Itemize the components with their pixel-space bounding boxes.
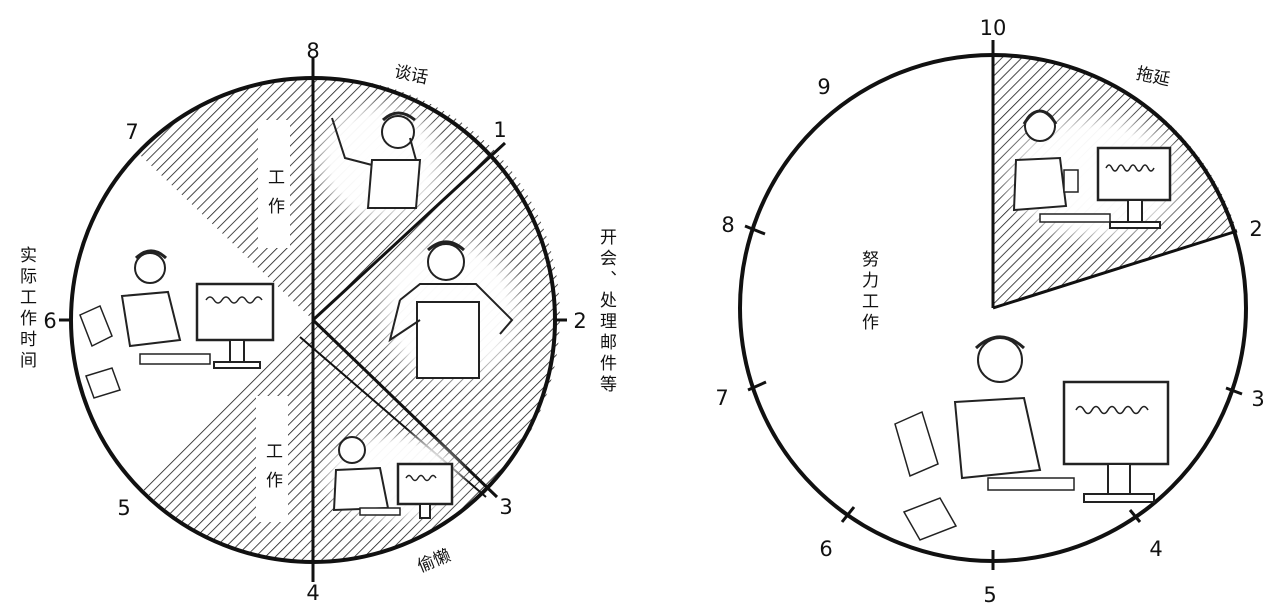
tick-4: 4 — [1149, 537, 1162, 561]
label-hard-work: 努力工作 — [858, 250, 879, 334]
tick-2: 2 — [573, 309, 586, 333]
person-headphones-illustration — [995, 108, 1195, 248]
tick-2: 2 — [1249, 217, 1262, 241]
tick-5: 5 — [983, 583, 996, 607]
person-chatting-illustration — [310, 96, 450, 228]
divider-2 — [992, 229, 1238, 310]
tick-7: 7 — [125, 120, 138, 144]
tick-3: 3 — [499, 495, 512, 519]
tick-mark — [840, 506, 856, 523]
tick-5: 5 — [117, 496, 130, 520]
tick-8: 8 — [306, 39, 319, 63]
tick-3: 3 — [1251, 387, 1264, 411]
tick-1: 1 — [493, 118, 506, 142]
person-working-hard-illustration — [894, 335, 1170, 541]
work-lower-panel — [256, 396, 288, 522]
label-work-lower: 工作 — [262, 442, 283, 500]
person-slacking-illustration — [314, 428, 470, 528]
tick-mark — [744, 224, 766, 236]
tick-6: 6 — [43, 309, 56, 333]
tick-8: 8 — [721, 213, 734, 237]
tick-4: 4 — [306, 581, 319, 605]
right-clock: 10 2 3 4 5 6 7 8 9 拖延 努力工作 — [715, 16, 1264, 607]
label-meetings-email: 开会、处理邮件等 — [596, 228, 617, 396]
person-working-illustration-left — [79, 249, 275, 399]
left-clock: 8 1 2 3 4 5 6 7 谈话 开会、处理邮件等 偷懒 实际工作时间 工作… — [16, 39, 617, 605]
tick-9: 9 — [817, 75, 830, 99]
person-reading-illustration — [370, 228, 530, 392]
label-actual-work-time: 实际工作时间 — [16, 246, 37, 372]
tick-mark — [1225, 386, 1243, 396]
label-slacking: 偷懒 — [415, 546, 454, 577]
label-work-upper: 工作 — [264, 168, 285, 226]
label-procrastinate: 拖延 — [1134, 64, 1171, 91]
tick-7: 7 — [715, 386, 728, 410]
tick-mark — [747, 380, 767, 392]
tick-6: 6 — [819, 537, 832, 561]
divider-1 — [311, 141, 507, 322]
tick-10: 10 — [980, 16, 1007, 40]
work-upper-panel — [258, 120, 290, 248]
label-chat: 谈话 — [392, 62, 429, 89]
tick-mark — [1128, 509, 1142, 523]
